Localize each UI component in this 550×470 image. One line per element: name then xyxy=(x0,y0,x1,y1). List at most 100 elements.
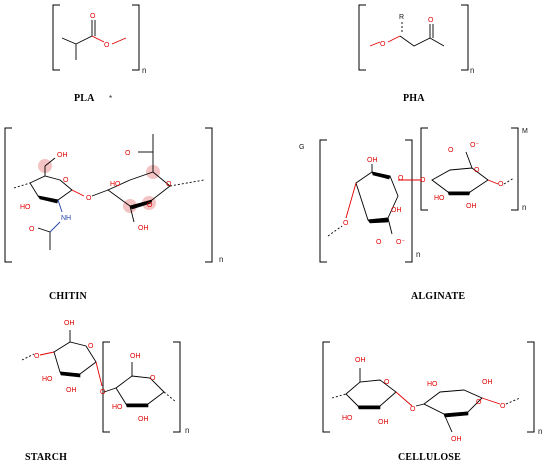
alginate-outer-n: n xyxy=(416,250,420,259)
starch-ring-o-1: O xyxy=(88,343,94,350)
starch-link-2 xyxy=(103,387,117,393)
chitin-caption: CHITIN xyxy=(49,291,87,302)
alginate-carboxyl-g-bond xyxy=(387,217,393,235)
pla-carbonyl-o: O xyxy=(90,13,96,20)
pla-bond xyxy=(75,35,93,45)
alginate-outer-right-bracket xyxy=(405,139,413,263)
cellulose-panel: n OH O HO OH O HO OH O OH O CELLULOSE xyxy=(322,341,542,463)
chitin-repeat-n: n xyxy=(219,255,223,264)
chitin-n-bond xyxy=(57,199,63,213)
chitin-o-3: O xyxy=(147,202,153,209)
pla-caption: PLA xyxy=(74,93,95,104)
chitin-c3-bond xyxy=(129,205,135,223)
alginate-carboxyl-m-ominus: O⁻ xyxy=(470,142,479,149)
alginate-outer-left-bracket xyxy=(319,139,327,263)
alginate-ho-m: HO xyxy=(434,195,445,202)
alginate-carboxyl-m-bond xyxy=(465,151,473,169)
alginate-g-o: O xyxy=(343,220,349,227)
alginate-m-link xyxy=(487,179,499,185)
cellulose-oh-3: OH xyxy=(482,379,493,386)
chitin-link-right xyxy=(169,179,205,187)
starch-ring-o-2: O xyxy=(150,375,156,382)
cellulose-glycosidic-bond xyxy=(395,391,413,407)
pla-panel: n O O PLA * xyxy=(52,4,146,104)
starch-ho-2: HO xyxy=(112,404,123,411)
starch-repeat-n: n xyxy=(185,426,189,435)
cellulose-link-right xyxy=(505,397,521,405)
chitin-link-left xyxy=(13,182,31,189)
chitin-left-bracket xyxy=(4,127,12,263)
starch-link-left xyxy=(21,353,35,361)
pha-r-group: R xyxy=(399,14,404,21)
chitin-ring-2-wedge xyxy=(129,199,153,210)
cellulose-oh-2: OH xyxy=(378,419,389,426)
pha-carbonyl-o: O xyxy=(428,17,434,24)
cellulose-ring-2 xyxy=(423,389,483,415)
pla-backbone xyxy=(61,37,77,60)
alginate-g-ring-wedge-2 xyxy=(371,171,391,180)
chitin-ring-o-1: O xyxy=(63,177,69,184)
chitin-ho-1: HO xyxy=(20,204,31,211)
chitin-panel: n OH O HO NH O O O HO O OH O xyxy=(4,127,223,302)
chitin-acetyl-bond xyxy=(37,227,51,233)
alginate-inner-left-bracket xyxy=(420,127,428,211)
chitin-acetyl-o-2: O xyxy=(125,150,131,157)
starch-ring-1-wedge xyxy=(59,371,81,378)
alginate-carboxyl-g-ominus: O⁻ xyxy=(396,239,405,246)
starch-ring-2-wedge xyxy=(125,403,149,408)
starch-right-bracket xyxy=(173,341,181,433)
starch-o-bond xyxy=(39,351,55,356)
chitin-right-bracket xyxy=(205,127,213,263)
chitin-ring-1-wedge xyxy=(37,195,59,204)
alginate-g-link-left xyxy=(327,225,343,237)
alginate-inner-n: n xyxy=(522,203,526,212)
pla-ester-bond xyxy=(91,35,105,43)
chitin-glycosidic-o: O xyxy=(86,195,92,202)
starch-glycosidic-o: O xyxy=(100,389,106,396)
alginate-oh-2: OH xyxy=(391,207,402,214)
alginate-carboxyl-m-o: O xyxy=(448,147,454,154)
alginate-m-ring-wedge xyxy=(447,191,471,196)
cellulose-ho-2: HO xyxy=(427,381,438,388)
chitin-c6-oh-bond xyxy=(44,157,56,167)
alginate-caption: ALGINATE xyxy=(411,291,465,302)
alginate-oh-m: OH xyxy=(466,203,477,210)
pla-methoxy-bond xyxy=(111,37,127,45)
cellulose-ring-2-wedge xyxy=(443,411,469,418)
cellulose-ring-o-2: O xyxy=(476,399,482,406)
chitin-nh: NH xyxy=(61,215,71,222)
starch-left-bracket xyxy=(102,341,110,433)
starch-oh-2: OH xyxy=(66,387,77,394)
alginate-g-link xyxy=(345,182,357,219)
pla-left-bracket xyxy=(52,4,60,71)
pla-repeat-n: n xyxy=(142,66,146,75)
alginate-inner-right-bracket xyxy=(511,127,519,211)
cellulose-link-2 xyxy=(415,403,425,407)
alginate-m-o: O xyxy=(498,181,504,188)
pha-ether-o: O xyxy=(380,41,386,48)
starch-glycosidic-bond xyxy=(95,361,103,387)
alginate-oh-1: OH xyxy=(367,157,378,164)
alginate-ring-o-g: O xyxy=(398,175,404,182)
alginate-m-link-right xyxy=(503,177,515,185)
pha-left-bracket xyxy=(358,4,366,71)
pha-ether-bond xyxy=(387,35,401,43)
cellulose-o-right-bond xyxy=(481,397,501,405)
alginate-carboxyl-g-o: O xyxy=(376,239,382,246)
pha-backbone xyxy=(399,35,445,47)
pla-star: * xyxy=(109,94,112,103)
pha-repeat-n: n xyxy=(470,66,474,75)
cellulose-oh-4: OH xyxy=(451,436,462,443)
alginate-gm-o: O xyxy=(420,177,426,184)
cellulose-oh-1: OH xyxy=(355,357,366,364)
starch-ho-1: HO xyxy=(42,376,53,383)
cellulose-glycosidic-o: O xyxy=(410,406,416,413)
pla-ester-o: O xyxy=(104,42,110,49)
chitin-glycosidic-bond xyxy=(71,189,85,197)
alginate-panel: G M n n OH OH O O O O⁻ O O O O⁻ HO OH O xyxy=(299,127,528,302)
starch-oh-1: OH xyxy=(64,320,75,327)
starch-oh-3: OH xyxy=(130,353,141,360)
starch-o-left: O xyxy=(34,353,40,360)
alginate-ring-o-m: O xyxy=(474,167,480,174)
